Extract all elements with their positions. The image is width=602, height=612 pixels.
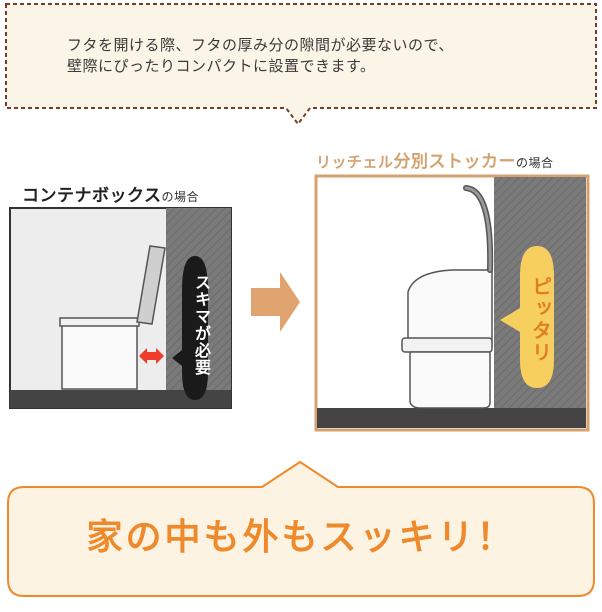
- left-title-suffix: の場合: [161, 190, 200, 204]
- right-title-product: 分別ストッカー: [393, 152, 517, 172]
- left-panel-title: コンテナボックスの場合: [22, 181, 199, 206]
- left-floor: [10, 390, 231, 408]
- right-title-brand: リッチェル: [316, 153, 394, 171]
- stocker-body: [407, 269, 493, 347]
- fit-callout-bubble: [500, 246, 554, 388]
- right-title-suffix: の場合: [516, 156, 554, 170]
- gap-callout-bubble: [172, 256, 208, 400]
- right-arrow-icon: [251, 272, 300, 332]
- note-line-2: 壁際にぴったりコンパクトに設置できます。: [67, 57, 376, 75]
- right-floor: [317, 408, 586, 428]
- note-box: [5, 3, 597, 126]
- gap-arrow-icon: [139, 348, 164, 364]
- left-scene: [9, 207, 232, 409]
- bottom-banner: [7, 460, 595, 597]
- right-panel-title: リッチェル分別ストッカーの場合: [316, 147, 554, 172]
- container-lid: [136, 245, 166, 325]
- banner-headline: 家の中も外もスッキリ！: [86, 517, 516, 558]
- left-title-main: コンテナボックス: [22, 186, 162, 206]
- note-text: フタを開ける際、フタの厚み分の隙間が必要ないので、 壁際にぴったりコンパクトに設…: [67, 35, 537, 77]
- right-scene: [314, 174, 590, 432]
- gap-callout-text: スキマが必要: [192, 274, 211, 376]
- note-line-1: フタを開ける際、フタの厚み分の隙間が必要ないので、: [67, 36, 454, 54]
- container-box: [61, 321, 138, 390]
- fit-callout-text: ピッタリ: [528, 276, 553, 364]
